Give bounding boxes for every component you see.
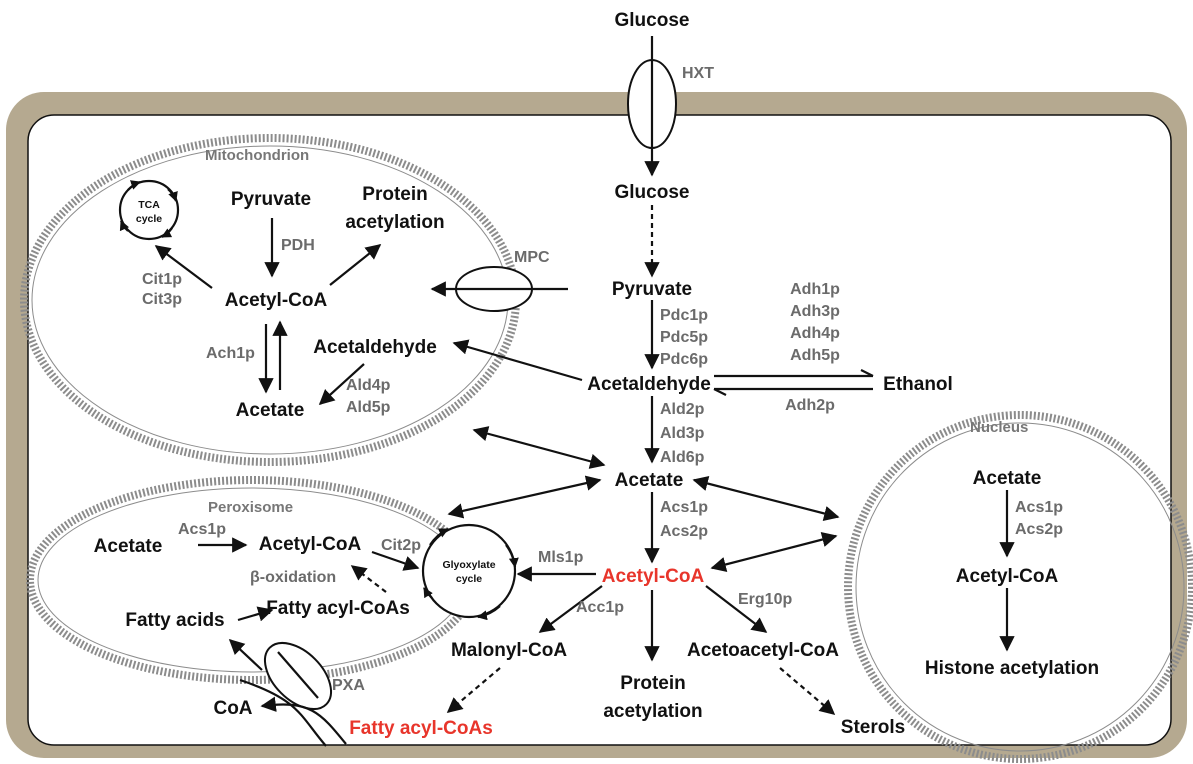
cit1p-label: Cit1p: [142, 271, 182, 288]
tca-cycle: [118, 179, 180, 241]
arrow-pxa-to-coa: [260, 696, 347, 745]
fatty-acyl-coas-label: Fatty acyl-CoAs: [349, 718, 493, 739]
acetylation-label: acetylation: [603, 701, 702, 722]
nucleus: [844, 411, 1193, 763]
nuc-acetyl-coa-label: Acetyl-CoA: [956, 566, 1059, 587]
nuc-acetate-label: Acetate: [973, 468, 1042, 489]
acetoacetyl-coa-label: Acetoacetyl-CoA: [687, 640, 839, 661]
per-fatty-acyl-coas-label: Fatty acyl-CoAs: [266, 598, 410, 619]
adh3p-label: Adh3p: [790, 303, 840, 320]
nuc-acs1p-label: Acs1p: [1015, 499, 1063, 516]
arrow-mito-acetate-exchange: [472, 426, 606, 469]
pdh-label: PDH: [281, 237, 315, 254]
arrow-per-acetyl-coa-to-glyoxylate: [371, 550, 420, 571]
glucose-external-label: Glucose: [615, 10, 690, 31]
mito-acetylation-label: acetylation: [345, 212, 444, 233]
ald4p-label: Ald4p: [346, 377, 391, 394]
arrow-acetyl-coa-nucleus-exchange: [710, 532, 838, 572]
malonyl-coa-label: Malonyl-CoA: [451, 640, 567, 661]
histone-acetylation-label: Histone acetylation: [925, 658, 1099, 679]
erg10p-label: Erg10p: [738, 591, 792, 608]
acetate-label: Acetate: [615, 470, 684, 491]
protein-label: Protein: [620, 673, 685, 694]
pxa-label: PXA: [332, 677, 365, 694]
mpc-label: MPC: [514, 249, 550, 266]
arrow-beta-oxidation: [350, 565, 387, 593]
pyruvate-label: Pyruvate: [612, 279, 692, 300]
arrow-to-tca: [154, 245, 213, 289]
glucose-internal-label: Glucose: [615, 182, 690, 203]
pdc6p-label: Pdc6p: [660, 351, 708, 368]
mitochondrion-label: Mitochondrion: [205, 147, 309, 164]
adh4p-label: Adh4p: [790, 325, 840, 342]
pxa-channel-line: [277, 651, 319, 699]
arrow-head-acetaldehyde: [713, 388, 727, 396]
adh5p-label: Adh5p: [790, 347, 840, 364]
fatty-acids-label: Fatty acids: [125, 610, 224, 631]
ald5p-label: Ald5p: [346, 399, 391, 416]
arrow-ald4p: [318, 363, 365, 406]
mito-pyruvate-label: Pyruvate: [231, 189, 311, 210]
ethanol-label: Ethanol: [883, 374, 953, 395]
arrow-peroxisome-acetate-exchange: [447, 475, 602, 519]
arrow-acetyl-coa-to-malonyl-coa: [538, 585, 603, 633]
arrow-fatty-acids-to-acyl-coas: [237, 606, 274, 622]
coa-label: CoA: [213, 698, 252, 719]
per-acetate-label: Acetate: [94, 536, 163, 557]
peroxisome-label: Peroxisome: [208, 499, 293, 516]
glyoxylate-cycle-label: cycle: [456, 573, 482, 585]
arrow-acetate-nucleus-exchange: [692, 475, 840, 522]
per-acs1p-label: Acs1p: [178, 521, 226, 538]
tca-label: TCA: [138, 199, 160, 211]
per-acetyl-coa-label: Acetyl-CoA: [259, 534, 362, 555]
acetaldehyde-label: Acetaldehyde: [587, 374, 711, 395]
adh1p-label: Adh1p: [790, 281, 840, 298]
mito-protein-label: Protein: [362, 184, 427, 205]
glyoxylate-label: Glyoxylate: [442, 559, 495, 571]
nuc-acs2p-label: Acs2p: [1015, 521, 1063, 538]
pdc1p-label: Pdc1p: [660, 307, 708, 324]
arrow-mito-protein-acetylation: [329, 244, 382, 286]
acetyl-coa-label: Acetyl-CoA: [602, 566, 705, 587]
cit3p-label: Cit3p: [142, 291, 182, 308]
mito-acetate-label: Acetate: [236, 400, 305, 421]
arrow-acetyl-coa-to-acetoacetyl-coa: [705, 585, 768, 633]
arrow-pxa-to-fatty-acids: [228, 638, 263, 671]
pxa-import-line: [239, 678, 327, 747]
arrow-head-ethanol: [860, 369, 874, 377]
acc1p-label: Acc1p: [576, 599, 624, 616]
hxt-label: HXT: [682, 65, 714, 82]
arrow-acetoacetyl-coa-to-sterols: [779, 667, 836, 715]
ald2p-label: Ald2p: [660, 401, 705, 418]
beta-oxidation-label: β-oxidation: [250, 569, 336, 586]
acs2p-label: Acs2p: [660, 523, 708, 540]
mls1p-label: Mls1p: [538, 549, 584, 566]
cit2p-label: Cit2p: [381, 537, 421, 554]
acs1p-label: Acs1p: [660, 499, 708, 516]
arrow-acetaldehyde-to-mito: [452, 339, 583, 382]
pdc5p-label: Pdc5p: [660, 329, 708, 346]
sterols-label: Sterols: [841, 717, 905, 738]
tca-cycle-label: cycle: [136, 213, 162, 225]
ald6p-label: Ald6p: [660, 449, 705, 466]
ald3p-label: Ald3p: [660, 425, 705, 442]
ach1p-label: Ach1p: [206, 345, 255, 362]
mito-acetyl-coa-label: Acetyl-CoA: [225, 290, 328, 311]
mito-acetaldehyde-label: Acetaldehyde: [313, 337, 437, 358]
adh2p-label: Adh2p: [785, 397, 835, 414]
glyoxylate-cycle: [421, 523, 519, 621]
nucleus-label: Nucleus: [970, 419, 1028, 436]
arrow-malonyl-coa-to-fatty-acyl-coas: [446, 667, 501, 713]
